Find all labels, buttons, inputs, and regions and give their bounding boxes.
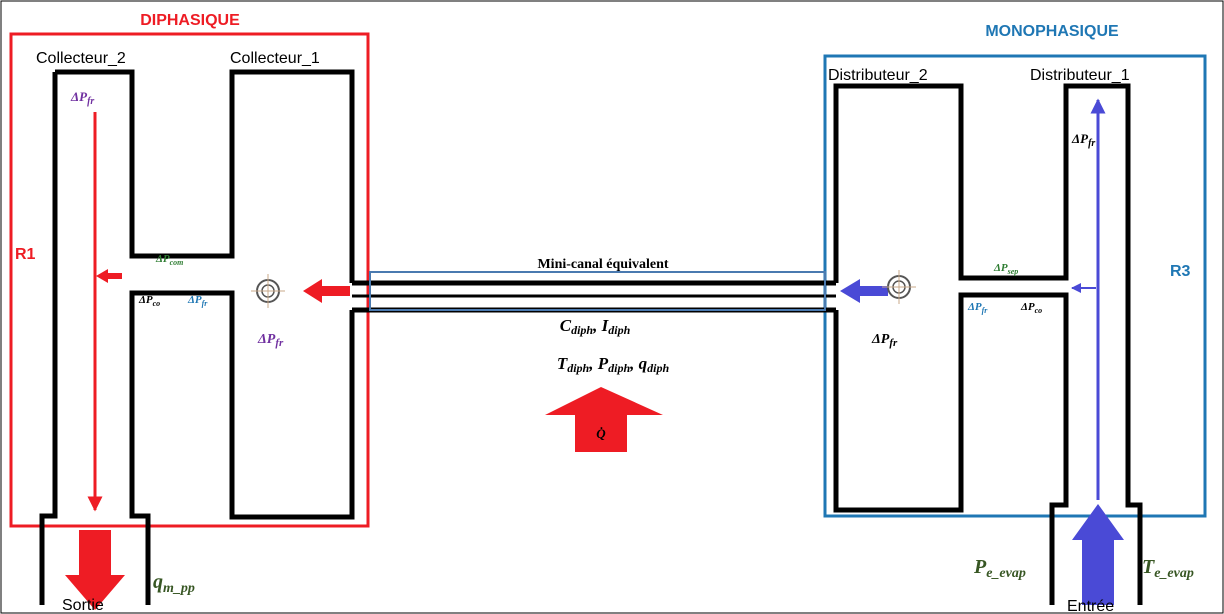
collecteur-outline xyxy=(39,69,355,605)
outlet-arrow xyxy=(65,530,125,610)
heat-input-arrow xyxy=(545,387,663,452)
distributeur-outline xyxy=(833,83,1143,605)
channel-outlet-arrow xyxy=(303,279,350,303)
inlet-temperature-label: Te_evap xyxy=(1142,556,1194,581)
dp-fr-collecteur1: ΔPfr xyxy=(257,332,284,349)
region-r1-label: R1 xyxy=(15,246,36,263)
mini-canal-box xyxy=(369,271,826,311)
mini-canal-title: Mini-canal équivalent xyxy=(537,257,668,272)
dp-co-right: ΔPco xyxy=(1020,301,1042,315)
distributeur-2-label: Distributeur_2 xyxy=(828,67,928,84)
outlet-label: Sortie xyxy=(62,597,104,614)
region-r3-label: R3 xyxy=(1170,263,1191,280)
dp-sep-label: ΔPsep xyxy=(993,262,1018,276)
channel-inlet-arrow xyxy=(840,279,888,303)
distributeur-1-label: Distributeur_1 xyxy=(1030,67,1130,84)
diphasique-zone-box xyxy=(9,32,370,528)
channel-vars-line1: Cdiph, Idiph xyxy=(560,316,631,337)
inlet-pressure-label: Pe_evap xyxy=(973,556,1026,581)
mass-flow-label: qm_pp xyxy=(153,571,195,596)
dp-fr-right-small: ΔPfr xyxy=(967,301,988,315)
com-flow-arrow xyxy=(96,269,122,283)
channel-vars-line2: Tdiph, Pdiph, qdiph xyxy=(557,354,670,375)
dp-fr-left-small: ΔPfr xyxy=(187,294,208,308)
dp-fr-distributeur1: ΔPfr xyxy=(1071,131,1095,149)
dp-fr-distributeur2: ΔPfr xyxy=(871,332,898,349)
inlet-label: Entrée xyxy=(1067,598,1114,614)
collecteur-1-label: Collecteur_1 xyxy=(230,50,320,67)
collecteur-2-label: Collecteur_2 xyxy=(36,50,126,67)
dp-co-left: ΔPco xyxy=(138,294,160,308)
dp-fr-collecteur2: ΔPfr xyxy=(70,89,94,107)
dp-com-label: ΔPcom xyxy=(155,253,183,267)
heat-label: Q̇ xyxy=(596,426,606,441)
inlet-arrow xyxy=(1072,504,1124,605)
diphasique-title: DIPHASIQUE xyxy=(140,12,240,29)
monophasique-title: MONOPHASIQUE xyxy=(985,23,1119,40)
